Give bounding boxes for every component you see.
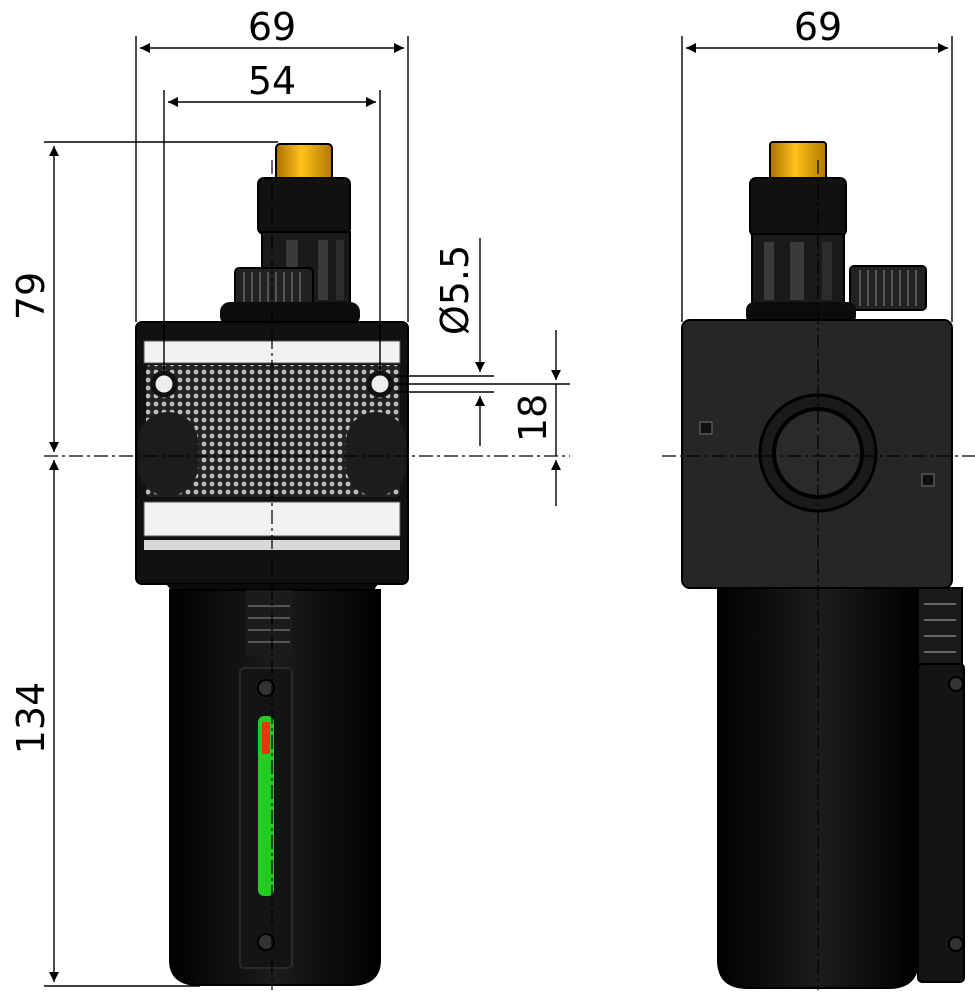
side-sight-screw-top <box>948 676 964 692</box>
center-lines <box>44 160 975 990</box>
mesh-mounting-plate <box>146 365 400 497</box>
dim-side-width: 69 <box>794 5 842 49</box>
side-view <box>681 141 965 989</box>
dim-hole-spacing: 54 <box>248 59 296 103</box>
dim-hole-offset: 18 <box>511 394 555 442</box>
oil-level-red-mark <box>262 722 270 754</box>
side-top-cage <box>751 233 845 307</box>
outlet-port <box>346 412 406 496</box>
side-top-cap <box>749 177 847 237</box>
mounting-hole-right <box>366 370 394 398</box>
side-adjust-knob <box>849 265 927 311</box>
sight-screw-bottom <box>257 933 275 951</box>
dimension-lines <box>44 36 953 987</box>
brass-fill-plug <box>275 143 333 181</box>
dim-height-lower: 134 <box>9 682 53 755</box>
mounting-hole-left <box>150 370 178 398</box>
bowl-guard-ribs <box>246 590 292 656</box>
dimension-labels: 69 54 79 134 Ø5.5 18 69 <box>9 5 842 754</box>
side-small-marker-left <box>699 421 713 435</box>
oil-level-green <box>258 716 274 896</box>
dim-front-width: 69 <box>248 5 296 49</box>
inlet-port <box>138 412 198 496</box>
sight-screw-top <box>257 679 275 697</box>
side-sight-screw-bottom <box>948 936 964 952</box>
dim-height-upper: 79 <box>9 272 53 320</box>
front-view <box>135 143 409 986</box>
side-sight-housing <box>917 663 965 983</box>
side-guard-teeth <box>917 587 963 665</box>
side-small-marker-right <box>921 473 935 487</box>
dim-hole-diameter: Ø5.5 <box>433 245 477 335</box>
